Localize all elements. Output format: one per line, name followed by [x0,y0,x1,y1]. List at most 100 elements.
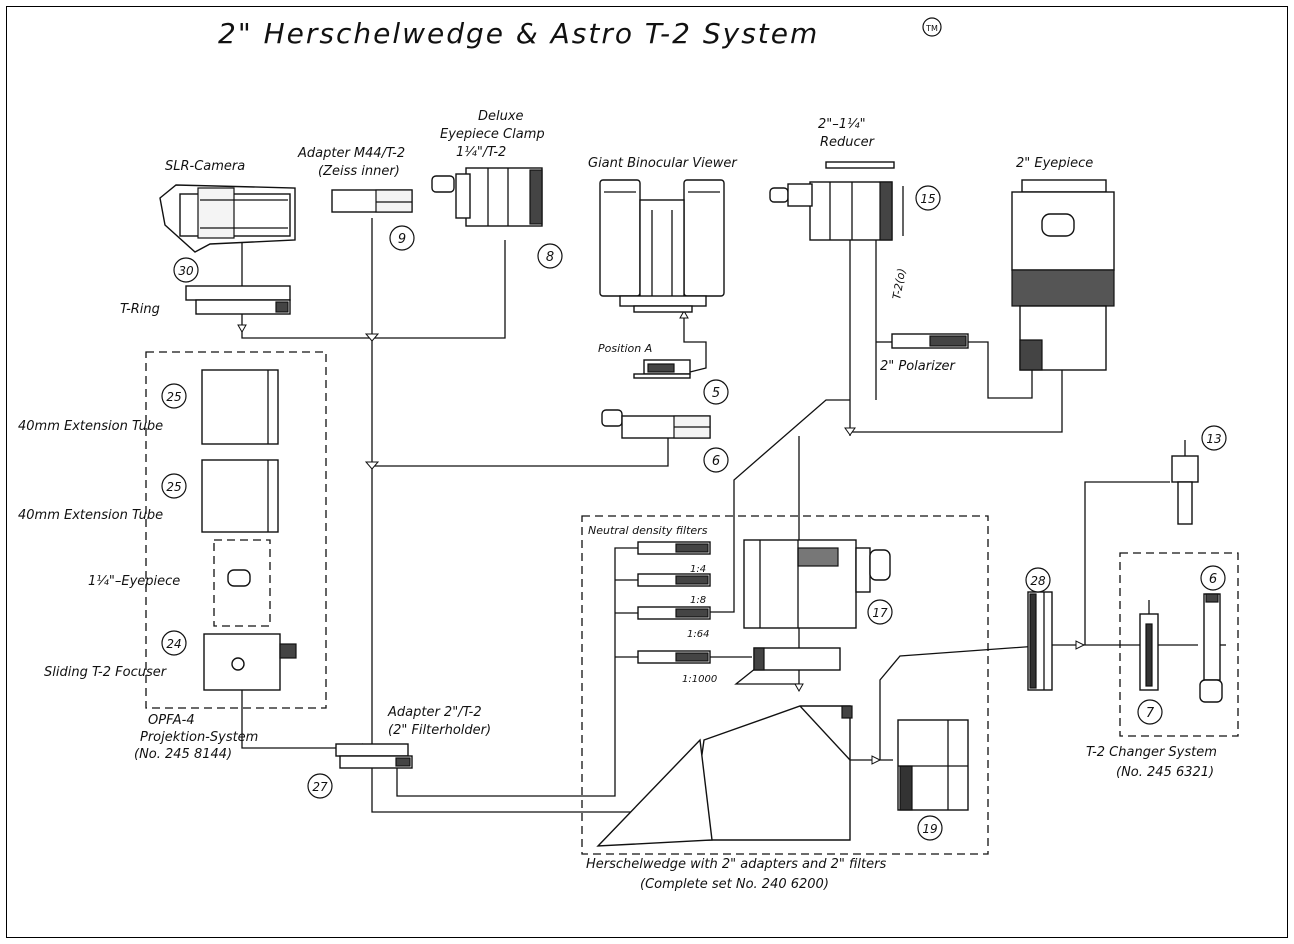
herschel-group-box [581,515,989,855]
svg-text:1:64: 1:64 [687,629,709,640]
t-ring: T-Ring [120,285,291,317]
nd-filter-2: 1:8 [637,573,711,606]
changer-part-13 [1171,440,1199,525]
adapter-m44-label-2: (Zeiss inner) [318,164,400,179]
opfa-group-box [145,351,327,709]
deluxe-label-1: Deluxe [478,109,524,124]
deluxe-label-2: Eyepiece Clamp [440,127,545,142]
nd-filter-4: 1:1000 [637,650,717,685]
svg-text:30: 30 [178,264,194,278]
deluxe-eyepiece-clamp: Deluxe Eyepiece Clamp 1¼"/T-2 [431,109,545,227]
t-ring-label: T-Ring [120,302,160,317]
t2-o-label: T-2(o) [890,267,908,300]
svg-text:15: 15 [920,192,935,206]
part-number-7: 7 [1137,699,1163,725]
part-number-13: 13 [1201,425,1227,451]
part-number-27: 27 [307,773,333,799]
extension-tube-1: 40mm Extension Tube [18,369,279,445]
trademark-mark: TM [922,17,942,37]
svg-text:7: 7 [1146,706,1155,721]
slr-camera-label: SLR-Camera [165,159,245,174]
extension-tube-2: 40mm Extension Tube [18,459,279,533]
changer-part-7 [1139,600,1159,691]
adapter-19 [897,719,969,811]
part-number-8: 8 [537,243,563,269]
adapter-m44: Adapter M44/T-2 (Zeiss inner) [297,146,413,213]
part-number-9: 9 [389,225,415,251]
part-number-30: 30 [173,257,199,283]
eyepiece-2inch: 2" Eyepiece [1011,156,1115,371]
reducer-label-1: 2"–1¼" [818,117,866,132]
herschel-label-2: (Complete set No. 240 6200) [640,877,829,892]
part-number-25a: 25 [161,383,187,409]
part-number-6b: 6 [1200,565,1226,591]
herschel-wedge [596,705,853,847]
svg-text:1:8: 1:8 [690,595,706,606]
svg-text:5: 5 [712,386,720,401]
changer-label-1: T-2 Changer System [1086,745,1217,760]
part-number-15: 15 [915,185,941,211]
opfa-label-1: OPFA-4 [148,713,195,728]
position-a: Position A [598,342,691,379]
opfa-label-2: Projektion-System [140,730,258,745]
polarizer-label: 2" Polarizer [880,359,957,374]
part-number-25b: 25 [161,473,187,499]
eyepiece-2-label: 2" Eyepiece [1016,156,1093,171]
binocular-label: Giant Binocular Viewer [588,156,738,171]
deluxe-label-3: 1¼"/T-2 [456,145,506,160]
svg-text:19: 19 [922,822,937,836]
svg-text:17: 17 [872,606,888,620]
adapter-2-label-1: Adapter 2"/T-2 [387,705,482,720]
opfa-label-3: (No. 245 8144) [134,747,232,762]
reducer-label-2: Reducer [820,135,876,150]
part-number-6a: 6 [703,447,729,473]
junction-arrows [237,309,1086,765]
svg-text:1:1000: 1:1000 [682,674,717,685]
filter-tube-small [753,647,841,671]
adapter-m44-label-1: Adapter M44/T-2 [297,146,405,161]
svg-text:8: 8 [546,250,554,265]
sliding-focuser-label: Sliding T-2 Focuser [44,665,168,680]
svg-text:6: 6 [712,454,720,469]
eyepiece-adapter-6 [601,409,711,439]
svg-text:13: 13 [1206,432,1221,446]
svg-text:TM: TM [925,24,938,33]
part-number-24: 24 [161,630,187,656]
changer-group-box [1119,552,1239,737]
part-number-19: 19 [917,815,943,841]
svg-text:1:4: 1:4 [690,564,706,575]
sliding-t2-focuser: Sliding T-2 Focuser [44,633,297,691]
giant-binocular-viewer: Giant Binocular Viewer [588,156,738,313]
adapter-2-label-2: (2" Filterholder) [388,723,491,738]
herschel-label-1: Herschelwedge with 2" adapters and 2" fi… [586,857,886,872]
part-number-28: 28 [1025,567,1051,593]
polarizer: 2" Polarizer [880,333,969,374]
diagram-border [6,6,1288,938]
eyepiece-125: 1¼"–Eyepiece [88,539,271,627]
ext-tube-2-label: 40mm Extension Tube [18,508,163,523]
reducer: 2"–1¼" Reducer [769,117,895,241]
svg-text:25: 25 [166,480,181,494]
nd-filter-1: 1:4 [637,541,711,575]
ext-tube-1-label: 40mm Extension Tube [18,419,163,434]
svg-text:24: 24 [166,637,181,651]
changer-label-2: (No. 245 6321) [1116,765,1214,780]
position-a-label: Position A [598,342,652,355]
eyepiece-125-label: 1¼"–Eyepiece [88,574,180,589]
svg-text:25: 25 [166,390,181,404]
slr-camera: SLR-Camera [159,159,296,253]
nd-filter-3: 1:64 [637,606,711,640]
filter-holder-28 [1027,591,1053,691]
part-number-17: 17 [867,599,893,625]
diagram-title: 2" Herschelwedge & Astro T-2 System [218,17,819,50]
adapter-2-t2: Adapter 2"/T-2 (2" Filterholder) [335,705,491,769]
svg-text:9: 9 [398,232,406,247]
svg-text:6: 6 [1209,572,1217,587]
part-number-5: 5 [703,379,729,405]
changer-part-6 [1199,593,1223,703]
nd-filters-label: Neutral density filters [588,524,708,537]
svg-text:28: 28 [1030,574,1046,588]
svg-text:27: 27 [312,780,328,794]
eyepiece-clamp-17 [743,539,891,629]
